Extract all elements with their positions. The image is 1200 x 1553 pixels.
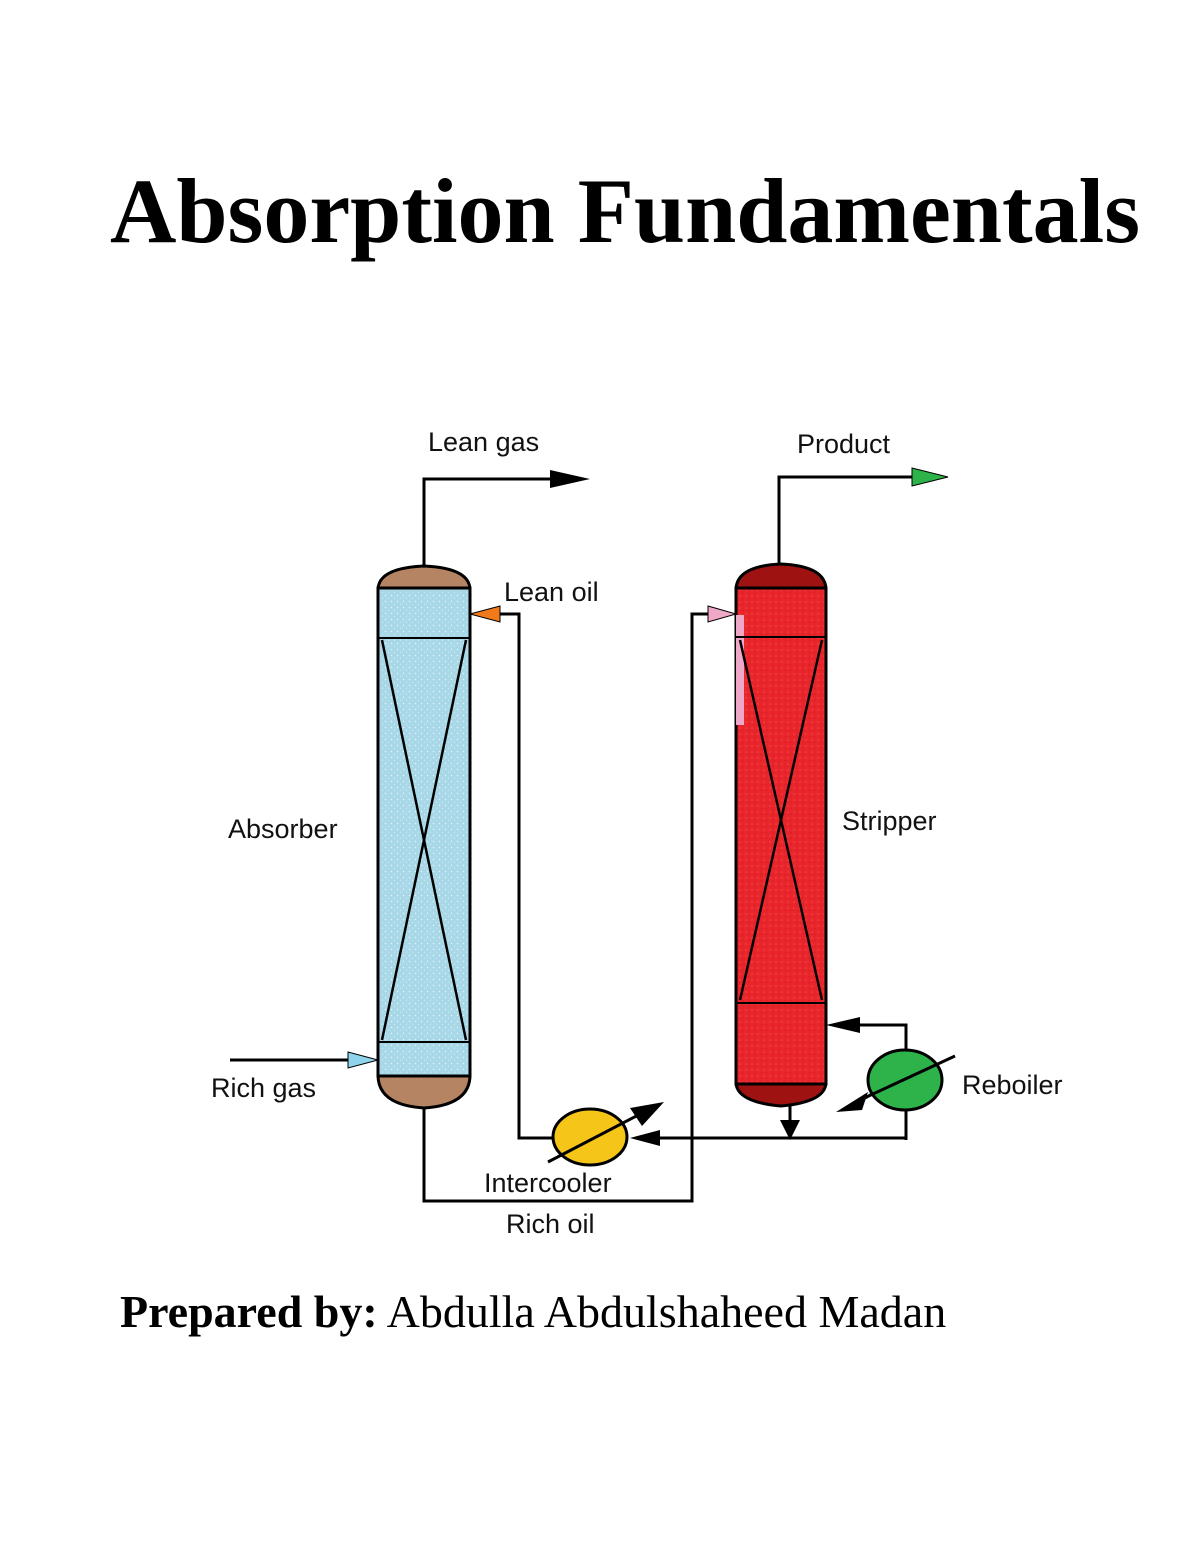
prepared-by-label: Prepared by: bbox=[120, 1286, 378, 1337]
absorber-packing-x2 bbox=[380, 639, 468, 1041]
byline: Prepared by: Abdulla Abdulshaheed Madan bbox=[120, 1285, 946, 1338]
label-reboiler: Reboiler bbox=[962, 1070, 1063, 1100]
lean-oil-return-line bbox=[650, 1136, 908, 1140]
page-title: Absorption Fundamentals bbox=[109, 160, 1141, 262]
absorber-top-cap bbox=[376, 564, 472, 592]
label-rich-oil: Rich oil bbox=[506, 1209, 595, 1239]
rich-oil-line bbox=[422, 612, 712, 1203]
label-absorber: Absorber bbox=[228, 814, 338, 844]
label-lean-gas: Lean gas bbox=[428, 427, 539, 457]
stripper-bottom-cap bbox=[734, 1080, 828, 1108]
intercooler-inlet-arrow bbox=[630, 1130, 660, 1146]
rich-gas-arrow bbox=[347, 1051, 380, 1069]
absorber-bottom-cap bbox=[376, 1073, 472, 1110]
product-line bbox=[777, 475, 918, 564]
stripper-top-cap bbox=[734, 562, 828, 592]
label-lean-oil: Lean oil bbox=[504, 577, 599, 607]
label-intercooler: Intercooler bbox=[484, 1168, 612, 1198]
lean-gas-arrow bbox=[550, 470, 590, 488]
stripper-feed-arrow bbox=[707, 605, 738, 623]
absorber-column bbox=[376, 564, 472, 1110]
label-stripper: Stripper bbox=[842, 806, 937, 836]
piping bbox=[230, 475, 918, 1203]
stripper-packing-x2 bbox=[738, 639, 824, 1001]
reboiler-outlet-arrow bbox=[836, 1092, 868, 1112]
label-rich-gas: Rich gas bbox=[211, 1073, 316, 1103]
lean-oil-arrow bbox=[468, 605, 501, 623]
intercooler bbox=[547, 1102, 664, 1167]
lean-oil-line bbox=[500, 612, 556, 1140]
reboiler-return-arrow bbox=[826, 1017, 860, 1033]
author-name: Abdulla Abdulshaheed Madan bbox=[386, 1286, 947, 1337]
stripper-bottom-arrow bbox=[780, 1120, 800, 1140]
label-product: Product bbox=[797, 429, 891, 459]
stripper-column bbox=[734, 562, 828, 1108]
product-arrow bbox=[911, 467, 949, 487]
reboiler-return-line bbox=[860, 1023, 908, 1050]
lean-gas-line bbox=[422, 477, 560, 566]
reboiler bbox=[859, 1048, 956, 1112]
